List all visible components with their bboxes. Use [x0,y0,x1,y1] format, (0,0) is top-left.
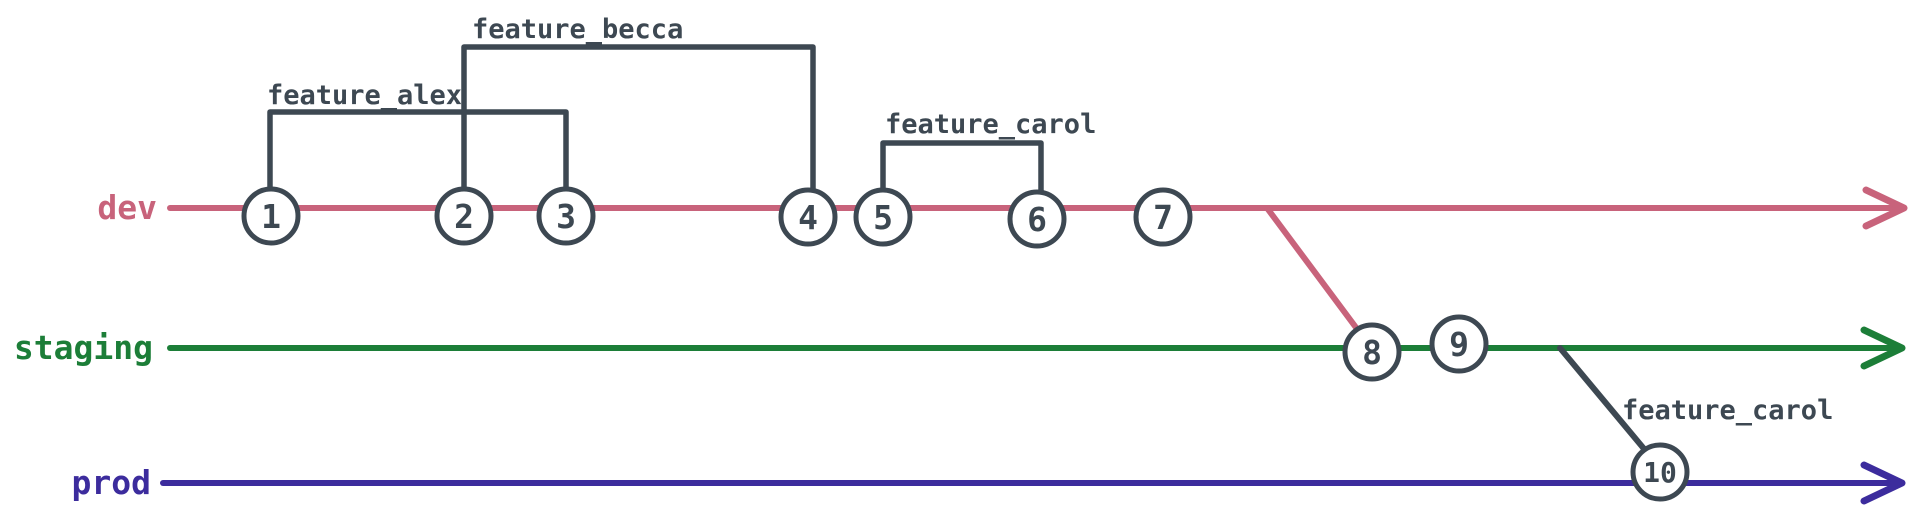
commit-node-4 [778,187,838,247]
commit-number-9: 9 [1449,325,1469,364]
commit-node-8 [1342,322,1402,382]
merge-link-dev-to-commit-8 [1264,205,1372,348]
commit-node-7 [1133,187,1193,247]
merge-link-label-staging-to-commit-10: feature_carol [1622,395,1833,426]
branch-label-dev: dev [97,188,157,227]
commit-number-6: 6 [1027,200,1047,239]
commit-node-10 [1630,442,1690,502]
commit-number-7: 7 [1153,198,1173,237]
merge-link-staging-to-commit-10 [1557,345,1653,459]
commit-number-3: 3 [556,197,576,236]
feature-branch-label-feature_carol: feature_carol [885,109,1096,140]
feature-branch-label-feature_alex: feature_alex [267,80,462,111]
feature-branch-label-feature_becca: feature_becca [472,14,683,45]
commit-number-2: 2 [454,197,474,236]
commit-node-3 [536,186,596,246]
branch-arrowhead-icon-dev [1862,186,1908,230]
commit-node-5 [853,187,913,247]
feature-bracket-feature_alex [267,109,569,211]
branch-arrowhead-icon-staging [1860,326,1906,370]
commit-number-8: 8 [1362,333,1382,372]
feature-bracket-feature_carol [880,140,1044,211]
branch-label-staging: staging [14,328,153,367]
commit-node-9 [1429,314,1489,374]
branch-arrowhead-icon-prod [1860,461,1906,505]
commit-number-5: 5 [873,198,893,237]
commit-node-2 [434,186,494,246]
commit-number-1: 1 [261,197,281,236]
commit-number-4: 4 [798,198,818,237]
branch-label-prod: prod [72,463,151,502]
commit-node-1 [241,186,301,246]
feature-bracket-feature_becca [461,44,816,211]
commit-number-10: 10 [1643,456,1677,489]
commit-node-6 [1007,189,1067,249]
